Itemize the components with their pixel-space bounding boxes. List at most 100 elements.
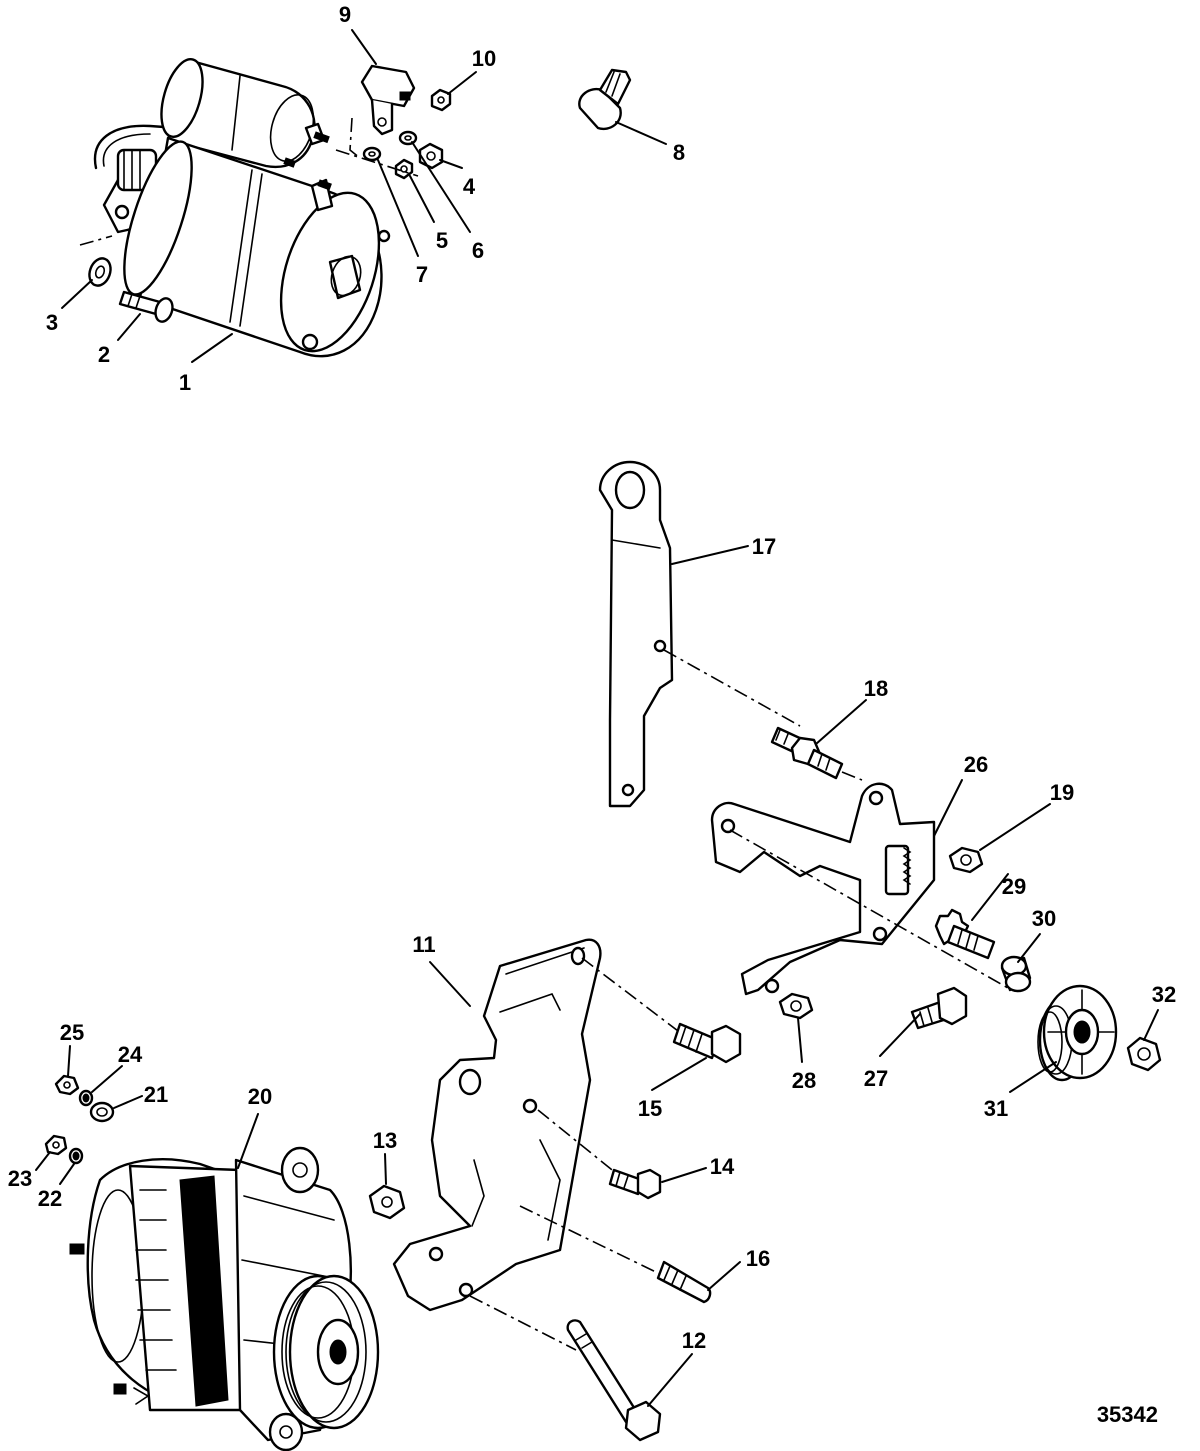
bolt-14 <box>608 1168 662 1200</box>
bracket-upper-hole <box>614 470 646 510</box>
nut-28 <box>778 992 814 1020</box>
solenoid-end-cap <box>160 58 204 138</box>
leader-20 <box>237 1113 259 1169</box>
leader-21 <box>113 1095 143 1109</box>
starter-wire-loop <box>93 124 180 170</box>
washer-6 <box>398 130 418 146</box>
end-frame-bolt-2 <box>377 229 391 243</box>
end-frame-bolt <box>301 333 319 351</box>
nut-10 <box>430 88 452 112</box>
washer-21 <box>89 1101 115 1123</box>
leader-8 <box>615 121 667 145</box>
callout-21: 21 <box>144 1082 168 1107</box>
leader-13 <box>384 1153 387 1185</box>
leader-9 <box>351 29 377 65</box>
alternator-bracket <box>392 938 602 1312</box>
leader-1 <box>191 333 233 363</box>
leader-26 <box>933 779 963 837</box>
leader-12 <box>647 1353 693 1407</box>
bolt-12 <box>566 1319 662 1442</box>
leader-30 <box>1017 933 1041 963</box>
upper-bracket <box>598 460 674 808</box>
spacer-30 <box>1000 955 1032 993</box>
callout-14: 14 <box>710 1154 735 1179</box>
bracket-mid-hole <box>653 639 667 653</box>
callout-8: 8 <box>673 140 685 165</box>
starter-wire-inner <box>102 133 151 167</box>
leader-22 <box>59 1163 75 1185</box>
nut-13 <box>368 1184 406 1220</box>
callout-9: 9 <box>339 2 351 27</box>
starter-motor <box>93 58 391 358</box>
leader-3 <box>61 279 93 309</box>
bracket11-upper-axis <box>581 957 683 1035</box>
leader-11 <box>429 961 471 1007</box>
callout-19: 19 <box>1050 780 1074 805</box>
nut-23 <box>44 1134 68 1156</box>
callout-labels: 1 2 3 4 5 6 7 8 9 10 11 12 13 14 15 16 1… <box>8 2 1176 1353</box>
leader-5 <box>409 175 435 223</box>
callout-3: 3 <box>46 310 58 335</box>
b-plus-terminal <box>69 1243 85 1255</box>
callout-28: 28 <box>792 1068 816 1093</box>
leader-10 <box>447 71 477 95</box>
callout-11: 11 <box>412 932 435 957</box>
callout-18: 18 <box>864 676 888 701</box>
callout-31: 31 <box>984 1096 1008 1121</box>
bracket11-ear-hole <box>458 1068 482 1096</box>
bracket11-foot-hole-2 <box>458 1282 474 1298</box>
leader-28 <box>797 1017 803 1063</box>
flange-hole <box>114 204 130 220</box>
washer-7 <box>362 146 382 162</box>
starter-washer <box>88 257 112 287</box>
solenoid-cover <box>360 64 416 136</box>
leader-7 <box>377 159 419 257</box>
starter-mount-axis <box>79 235 113 246</box>
leader-23 <box>35 1151 51 1171</box>
callout-20: 20 <box>248 1084 272 1109</box>
bracket11-lower-axis <box>469 1295 577 1351</box>
stud-18 <box>770 726 844 780</box>
callout-6: 6 <box>472 238 484 263</box>
bracket26-top-hole <box>868 790 884 806</box>
leader-2 <box>117 313 141 341</box>
leader-31 <box>1009 1061 1057 1093</box>
leader-6 <box>411 141 471 233</box>
nut-25 <box>54 1074 80 1096</box>
bracket11-foot-hole <box>428 1246 444 1262</box>
leader-18 <box>815 699 867 745</box>
leader-24 <box>91 1065 123 1093</box>
alternator <box>69 1146 380 1451</box>
leader-25 <box>67 1045 71 1077</box>
cover-axis <box>349 117 361 159</box>
bracket26-low-hole <box>872 926 888 942</box>
callout-13: 13 <box>373 1128 397 1153</box>
stud-16 <box>656 1260 712 1304</box>
callout-24: 24 <box>118 1042 143 1067</box>
idler-pulley <box>1037 984 1118 1082</box>
callout-25: 25 <box>60 1020 84 1045</box>
leader-32 <box>1143 1009 1159 1041</box>
nut-32 <box>1126 1036 1162 1072</box>
leader-16 <box>707 1261 741 1291</box>
washer-22 <box>68 1147 84 1165</box>
aux-terminal <box>113 1383 127 1395</box>
callout-7: 7 <box>416 262 428 287</box>
callout-2: 2 <box>98 342 110 367</box>
bracket11-mid-hole <box>522 1098 538 1114</box>
leader-19 <box>979 803 1051 851</box>
callout-12: 12 <box>682 1328 706 1353</box>
callout-5: 5 <box>436 228 448 253</box>
callout-4: 4 <box>463 174 476 199</box>
leader-lines <box>35 29 1159 1407</box>
bracket11-mid-axis <box>537 1109 623 1179</box>
bolt-29 <box>934 908 996 960</box>
alternator-lower-ear <box>268 1412 304 1451</box>
callout-26: 26 <box>964 752 988 777</box>
callout-1: 1 <box>179 370 191 395</box>
bracket26-foot-hole <box>764 978 780 994</box>
callout-15: 15 <box>638 1096 662 1121</box>
callout-22: 22 <box>38 1186 62 1211</box>
